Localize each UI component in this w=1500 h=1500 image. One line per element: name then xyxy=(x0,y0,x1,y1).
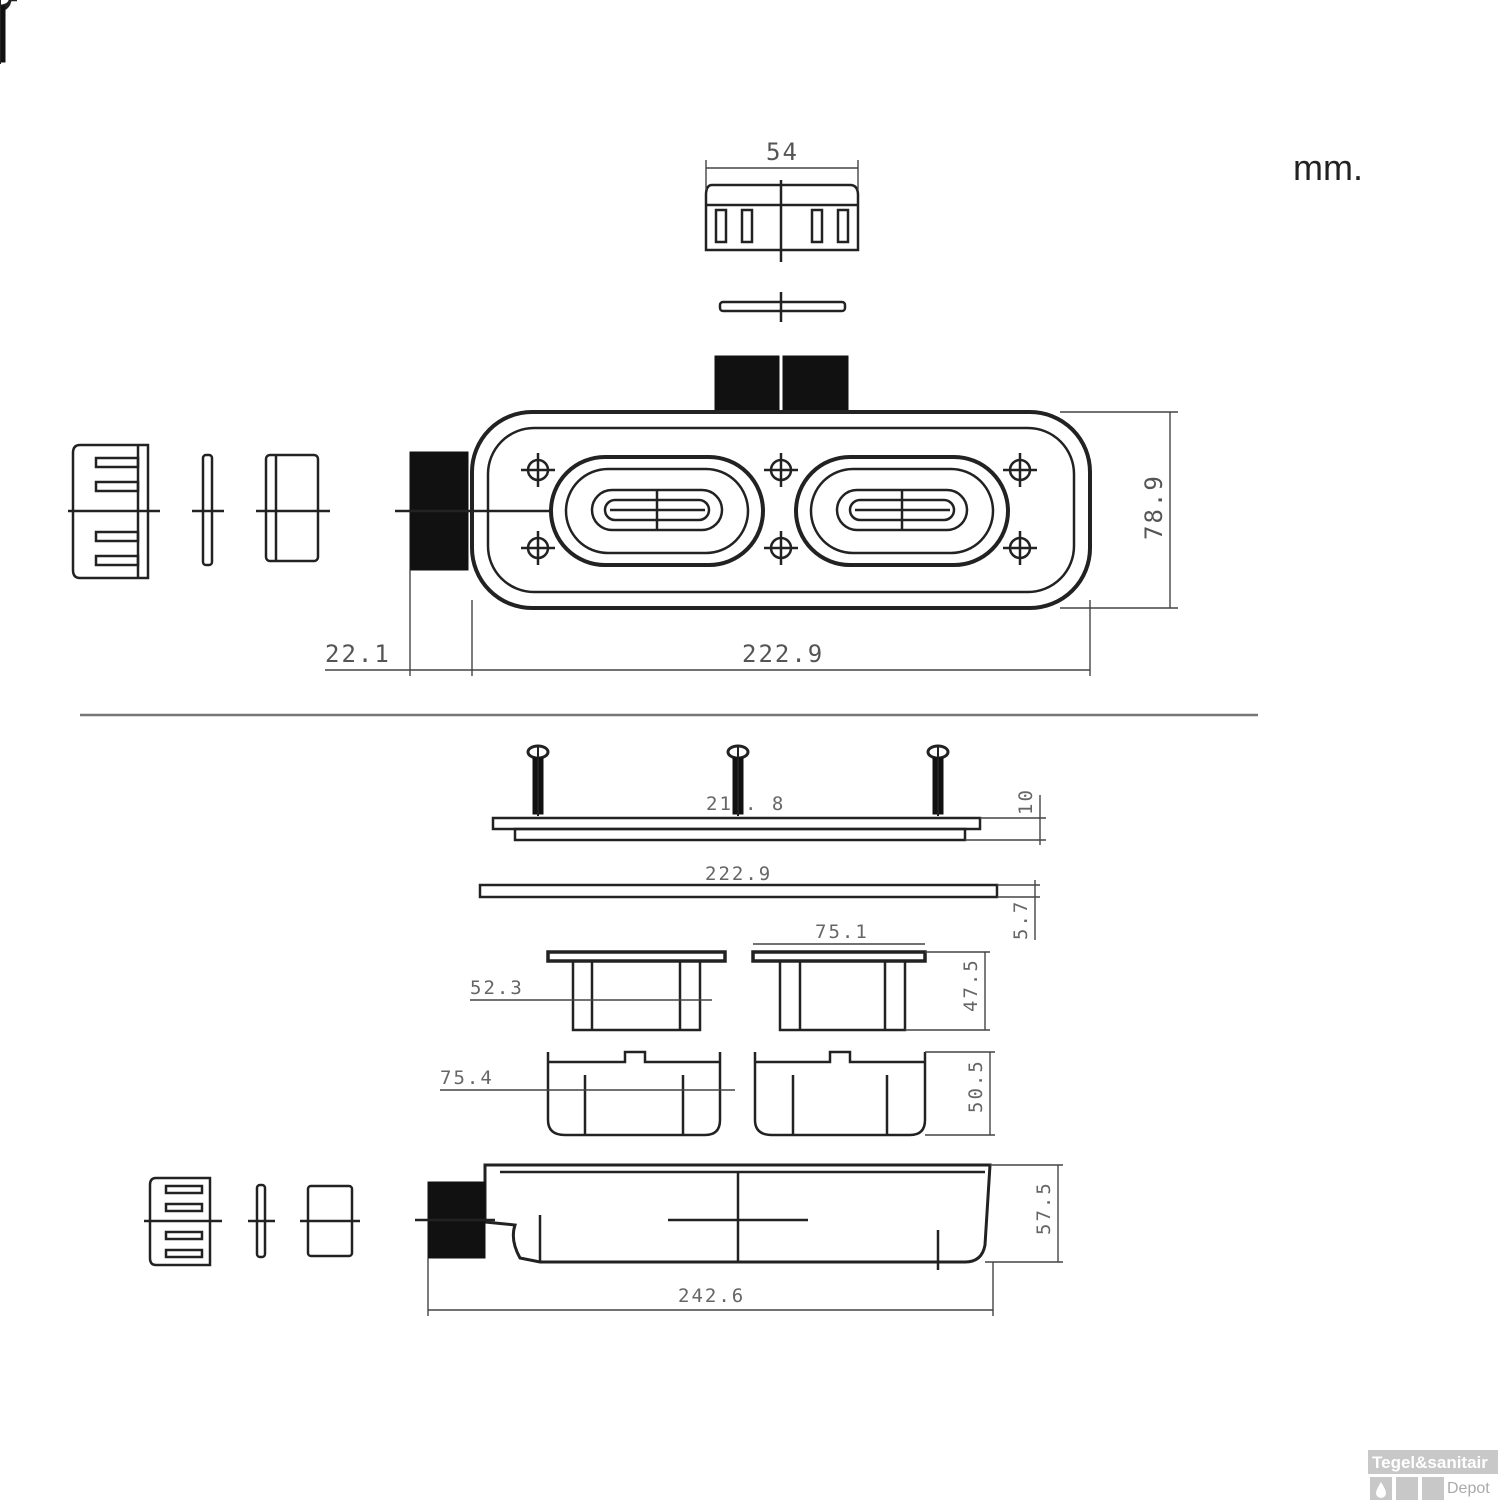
drain-recess-left xyxy=(549,455,765,567)
watermark-text: Depot xyxy=(1447,1480,1490,1497)
dim-label: . 8 xyxy=(745,793,785,815)
side-thread xyxy=(395,451,550,571)
drain-recess-right xyxy=(794,455,1010,567)
frame: 222.9 5.7 xyxy=(478,863,1040,940)
dim-label: 75.1 xyxy=(815,921,869,943)
dim-label: 52.3 xyxy=(470,977,524,999)
dim-label: 57.5 xyxy=(1033,1181,1055,1235)
screw-icon xyxy=(926,744,950,818)
dim-label: 22.1 xyxy=(325,640,391,668)
screw-hole xyxy=(1001,529,1039,567)
dim-height: 78.9 xyxy=(1060,411,1178,609)
dim-label: 10 xyxy=(1015,788,1037,815)
drain-body-side: 57.5 242.6 xyxy=(415,1163,1063,1316)
watermark-logo: Tegel&sanitair Depot xyxy=(1368,1450,1498,1500)
side-washer xyxy=(192,453,224,567)
drain-cup-right xyxy=(751,950,927,1032)
screw-holes xyxy=(0,0,1039,567)
side-cap xyxy=(68,443,160,580)
screw-hole xyxy=(1001,451,1039,489)
screw-hole xyxy=(762,529,800,567)
top-cap xyxy=(704,180,860,262)
screw-icon xyxy=(526,744,550,818)
screws xyxy=(0,0,950,818)
dim-label: 50.5 xyxy=(965,1059,987,1113)
dim-label: 78.9 xyxy=(1140,474,1168,540)
trap-covers: 75.4 50.5 xyxy=(440,1050,995,1137)
watermark-text: Tegel&sanitair xyxy=(1372,1453,1488,1472)
side-ring xyxy=(256,453,330,563)
dim-label: 5.7 xyxy=(1010,900,1032,940)
side-view: 21 . 8 10 222.9 5.7 xyxy=(0,0,1063,1316)
drain-cup-left xyxy=(546,950,727,1032)
cover-plate: 21 . 8 10 xyxy=(0,0,1046,845)
screw-hole xyxy=(762,451,800,489)
screw-hole xyxy=(519,451,557,489)
unit-label: mm. xyxy=(1293,147,1363,188)
drop-icon xyxy=(1376,1482,1386,1498)
dim-lengths: 22.1 222.9 xyxy=(325,570,1091,676)
dim-label: 222.9 xyxy=(742,640,824,668)
top-thread xyxy=(714,346,849,470)
dim-label: 21 xyxy=(706,793,733,815)
trap-cover-left xyxy=(546,1050,722,1137)
dim-label: 75.4 xyxy=(440,1067,494,1089)
trap-cover-right xyxy=(753,1050,927,1137)
screw-hole xyxy=(519,529,557,567)
side-cap-bottom xyxy=(144,1176,360,1267)
dim-cap-width: 54 xyxy=(705,138,859,190)
dim-label: 222.9 xyxy=(705,863,772,885)
top-view: 54 xyxy=(0,0,1178,676)
dim-label: 47.5 xyxy=(960,958,982,1012)
top-washer xyxy=(718,292,847,322)
drain-body-top xyxy=(0,0,1092,610)
dim-label: 54 xyxy=(766,138,799,166)
dim-label: 242.6 xyxy=(678,1285,745,1307)
drain-cups: 75.1 52.3 47.5 xyxy=(470,921,990,1032)
